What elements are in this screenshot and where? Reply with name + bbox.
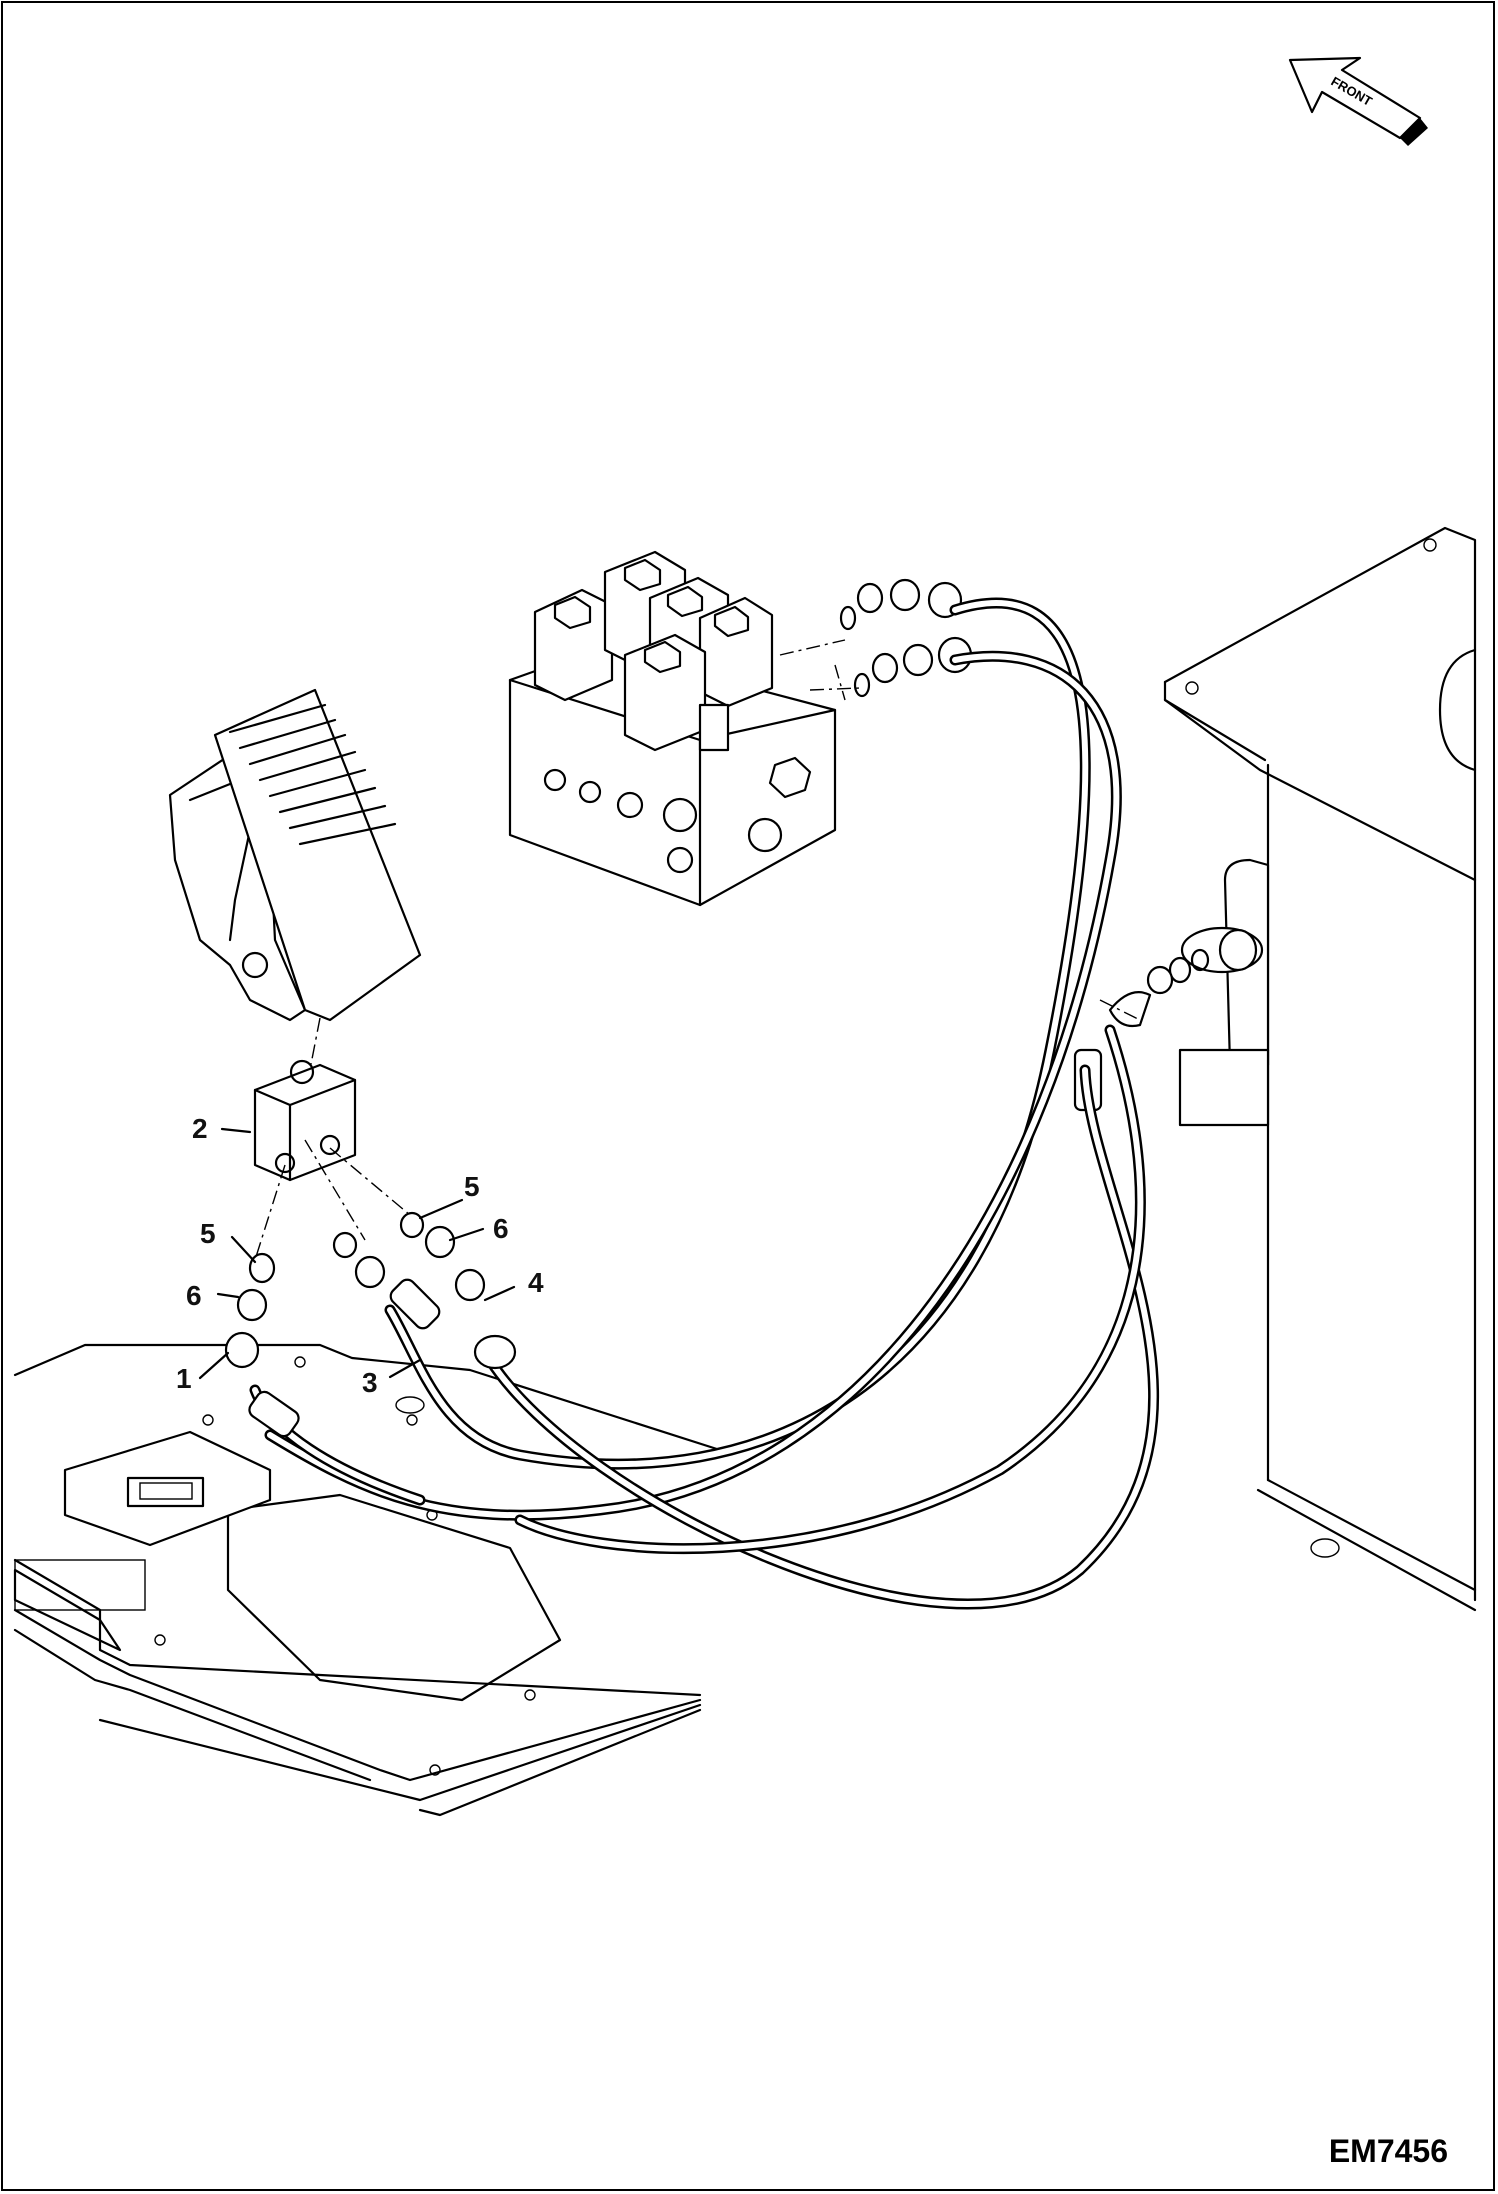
callout-5-right: 5 <box>464 1171 480 1202</box>
callout-3: 3 <box>362 1367 378 1398</box>
callout-6-left: 6 <box>186 1280 202 1311</box>
callout-leaders <box>198 1127 516 1380</box>
callout-4: 4 <box>528 1267 544 1298</box>
pedal-valve-block <box>253 1059 411 1261</box>
left-fittings <box>224 1211 486 1369</box>
callout-5-left: 5 <box>200 1218 216 1249</box>
hydraulic-tank <box>1163 526 1477 1612</box>
solenoid-valve-manifold <box>508 550 861 907</box>
floor-plate <box>13 1343 722 1817</box>
callout-2: 2 <box>192 1113 208 1144</box>
manifold-fittings <box>839 578 973 698</box>
callout-1: 1 <box>176 1363 192 1394</box>
hydraulic-hoses <box>248 597 1160 1610</box>
drawing-code: EM7456 <box>1328 2133 1448 2169</box>
front-direction-arrow-icon: FRONT <box>1288 56 1428 146</box>
callout-6-right: 6 <box>493 1213 509 1244</box>
accelerator-pedal <box>168 688 422 1096</box>
